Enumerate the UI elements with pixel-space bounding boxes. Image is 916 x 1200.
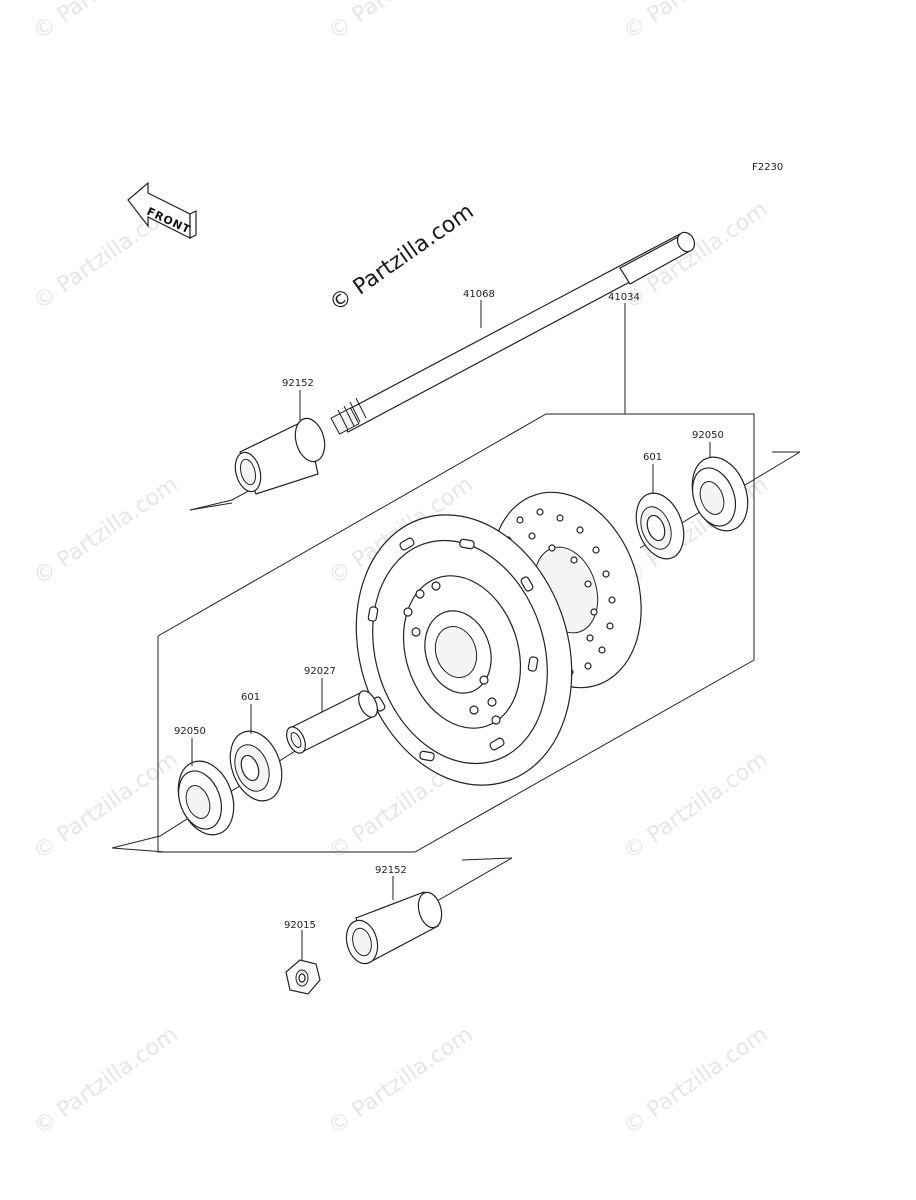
watermark: © Partzilla.com — [619, 1022, 772, 1140]
nut-part — [285, 959, 321, 995]
label-collar-top: 92152 — [282, 378, 314, 389]
wheel-hub-part — [355, 514, 573, 786]
label-axle: 41068 — [463, 289, 495, 300]
collar-bottom-part — [345, 891, 443, 965]
label-seal-left: 92050 — [174, 726, 206, 737]
figure-code: F2230 — [752, 162, 783, 173]
label-hub: 41034 — [608, 292, 640, 303]
label-nut: 92015 — [284, 920, 316, 931]
label-spacer: 92027 — [304, 666, 336, 677]
label-bearing-left: 601 — [241, 692, 260, 703]
label-bearing-right: 601 — [643, 452, 662, 463]
watermark: © Partzilla.com — [619, 0, 772, 45]
watermark: © Partzilla.com — [29, 0, 182, 45]
watermark: © Partzilla.com — [29, 747, 182, 865]
bearing-left-part — [229, 730, 283, 802]
seal-right-part — [691, 456, 749, 532]
label-collar-bottom: 92152 — [375, 865, 407, 876]
label-seal-right: 92050 — [692, 430, 724, 441]
main-watermark: © Partzilla.com — [325, 199, 478, 317]
axle-part — [330, 231, 696, 435]
watermark: © Partzilla.com — [324, 1022, 477, 1140]
watermark: © Partzilla.com — [29, 1022, 182, 1140]
seal-left-part — [177, 760, 235, 836]
watermark: © Partzilla.com — [619, 747, 772, 865]
watermark: © Partzilla.com — [29, 472, 182, 590]
bearing-right-part — [635, 492, 685, 560]
watermark: © Partzilla.com — [324, 0, 477, 45]
spacer-part — [286, 690, 378, 754]
collar-top-part — [234, 417, 326, 495]
assembly-frame — [157, 303, 755, 853]
